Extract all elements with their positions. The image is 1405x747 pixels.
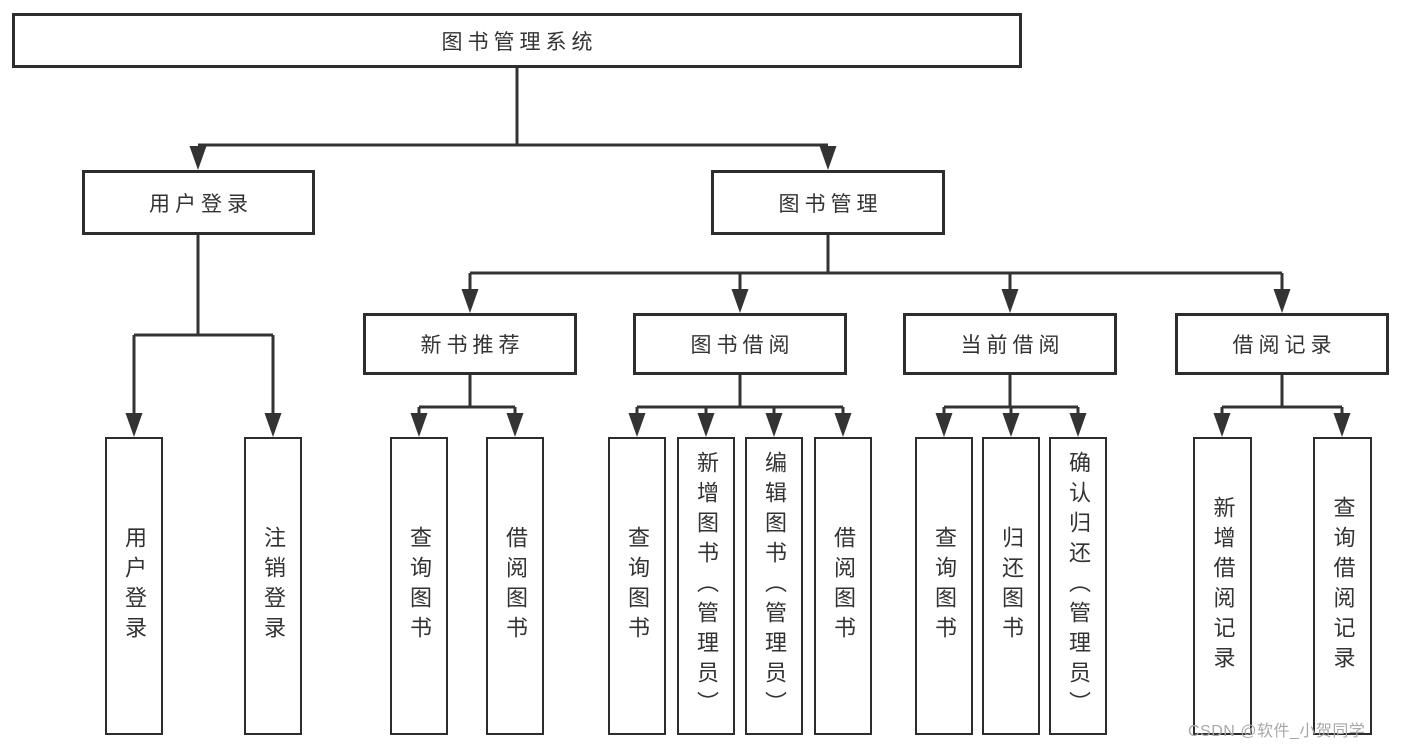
leaf-return-books: 归还图书 — [982, 437, 1040, 735]
leaf-query-books-recommend: 查询图书 — [390, 437, 448, 735]
node-label: 注销登录 — [261, 526, 286, 646]
node-label: 用户登录 — [122, 526, 147, 646]
leaf-query-borrow-record: 查询借阅记录 — [1313, 437, 1372, 735]
node-book-borrowing: 图书借阅 — [633, 313, 847, 375]
node-book-management: 图书管理 — [711, 170, 945, 235]
node-label: 借阅图书 — [503, 526, 528, 646]
node-label: 编辑图书（管理员） — [762, 451, 787, 721]
node-label: 查询借阅记录 — [1330, 496, 1356, 676]
node-user-login: 用户登录 — [82, 170, 315, 235]
node-label: 新书推荐 — [420, 334, 525, 357]
node-label: 当前借阅 — [960, 334, 1065, 357]
node-label: 图书管理 — [778, 192, 883, 216]
leaf-user-login: 用户登录 — [105, 437, 163, 735]
node-label: 新增图书（管理员） — [694, 451, 719, 721]
leaf-query-books-current: 查询图书 — [915, 437, 973, 735]
node-label: 查询图书 — [407, 526, 432, 646]
csdn-watermark: CSDN @软件_小贺同学 — [1188, 723, 1366, 740]
node-current-borrowing: 当前借阅 — [903, 313, 1117, 375]
node-label: 借阅图书 — [831, 526, 856, 646]
node-library-management-system: 图书管理系统 — [12, 13, 1022, 68]
node-label: 借阅记录 — [1232, 334, 1337, 357]
leaf-logout: 注销登录 — [244, 437, 302, 735]
leaf-edit-book-admin: 编辑图书（管理员） — [745, 437, 803, 735]
leaf-borrow-books-recommend: 借阅图书 — [486, 437, 544, 735]
leaf-borrow-books-borrowing: 借阅图书 — [814, 437, 872, 735]
node-label: 用户登录 — [149, 192, 253, 216]
node-label: 查询图书 — [932, 526, 957, 646]
node-label: 图书管理系统 — [441, 30, 598, 54]
node-label: 归还图书 — [999, 526, 1024, 646]
node-label: 查询图书 — [625, 526, 650, 646]
node-label: 图书借阅 — [690, 334, 795, 357]
leaf-add-borrow-record: 新增借阅记录 — [1193, 437, 1252, 735]
node-label: 确认归还（管理员） — [1066, 451, 1091, 721]
node-label: 新增借阅记录 — [1210, 496, 1236, 676]
node-borrowing-records: 借阅记录 — [1175, 313, 1389, 375]
leaf-confirm-return-admin: 确认归还（管理员） — [1049, 437, 1107, 735]
leaf-query-books-borrowing: 查询图书 — [608, 437, 666, 735]
node-new-book-recommendation: 新书推荐 — [363, 313, 577, 375]
leaf-add-book-admin: 新增图书（管理员） — [677, 437, 735, 735]
arrowheads — [125, 146, 1351, 437]
